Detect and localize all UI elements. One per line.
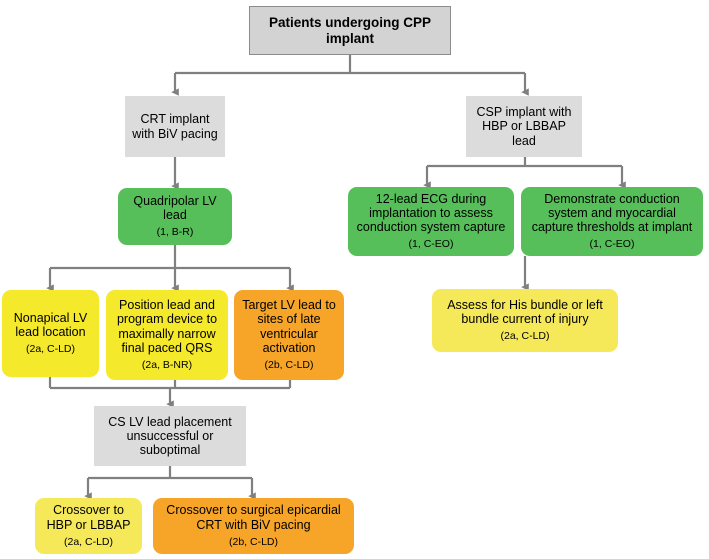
node-class-of-evidence: (1, B-R) [156,226,194,239]
node-title: Quadripolar LV lead [133,193,217,223]
node-title: Target LV lead to sites of late ventricu… [242,298,336,355]
node-quadripolar-lv-lead[interactable]: Quadripolar LV lead (1, B-R) [118,188,232,245]
node-crossover-to-surgical-epicardial-crt[interactable]: Crossover to surgical epicardial CRT wit… [153,498,354,554]
node-title: CS LV lead placement unsuccessful or sub… [108,414,232,458]
node-cs-lv-lead-placement-unsuccessful[interactable]: CS LV lead placement unsuccessful or sub… [94,406,246,466]
node-title: Nonapical LV lead location [13,310,88,340]
node-csp-implant-with-hbp-or-lbbap-lead[interactable]: CSP implant with HBP or LBBAP lead [466,96,582,157]
node-patients-undergoing-cpp-implant[interactable]: Patients undergoing CPP implant [249,6,451,55]
node-target-lv-lead-late-ventricular-activation[interactable]: Target LV lead to sites of late ventricu… [234,290,344,380]
node-title: Patients undergoing CPP implant [268,15,431,46]
node-title: Demonstrate conduction system and myocar… [531,191,693,235]
node-title: Position lead and program device to maxi… [116,298,218,355]
node-class-of-evidence: (1, C-EO) [589,238,635,251]
node-title: Crossover to HBP or LBBAP [46,503,131,532]
node-title: 12-lead ECG during implantation to asses… [356,191,506,235]
node-class-of-evidence: (2b, C-LD) [228,535,278,548]
node-position-lead-and-program-device[interactable]: Position lead and program device to maxi… [106,290,228,380]
node-title: CRT implant with BiV pacing [132,112,218,141]
node-12-lead-ecg-during-implantation[interactable]: 12-lead ECG during implantation to asses… [348,187,514,256]
node-assess-for-his-bundle-current-of-injury[interactable]: Assess for His bundle or left bundle cur… [432,289,618,352]
node-class-of-evidence: (2b, C-LD) [264,359,314,372]
node-class-of-evidence: (2a, C-LD) [500,330,550,343]
node-title: Assess for His bundle or left bundle cur… [447,297,603,327]
node-title: Crossover to surgical epicardial CRT wit… [166,503,341,532]
node-class-of-evidence: (2a, B-NR) [141,359,193,372]
node-class-of-evidence: (2a, C-LD) [63,535,113,548]
node-nonapical-lv-lead-location[interactable]: Nonapical LV lead location (2a, C-LD) [2,290,99,377]
node-crossover-to-hbp-or-lbbap[interactable]: Crossover to HBP or LBBAP (2a, C-LD) [35,498,142,554]
node-class-of-evidence: (2a, C-LD) [25,343,75,356]
node-class-of-evidence: (1, C-EO) [408,238,454,251]
node-title: CSP implant with HBP or LBBAP lead [476,105,572,148]
node-demonstrate-conduction-system-thresholds[interactable]: Demonstrate conduction system and myocar… [521,187,703,256]
node-crt-implant-with-biv-pacing[interactable]: CRT implant with BiV pacing [125,96,225,157]
